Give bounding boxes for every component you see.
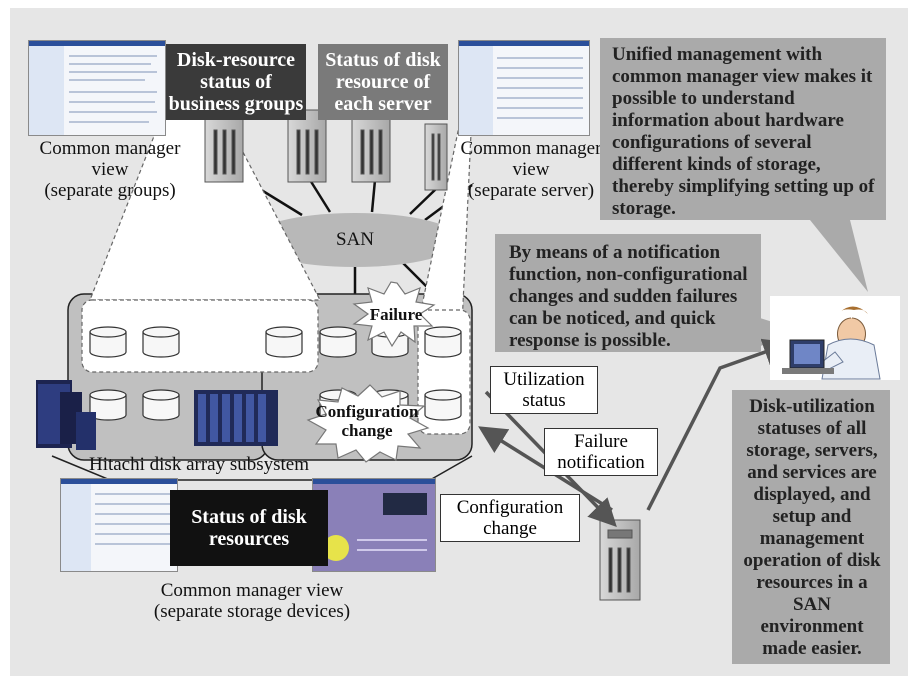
- disk-icon: [142, 326, 180, 358]
- label-configuration-change-burst: Configuration change: [315, 402, 419, 440]
- disk-icon: [89, 326, 127, 358]
- server-icon: [204, 107, 244, 183]
- label-status-disk-resources: Status of disk resources: [170, 490, 328, 566]
- label-common-manager-storage: Common manager view (separate storage de…: [153, 580, 351, 622]
- disk-icon: [265, 326, 303, 358]
- san-ellipse: [250, 213, 460, 267]
- callout-unified-management: Unified management with common manager v…: [600, 38, 886, 220]
- failure-burst: [352, 281, 436, 348]
- server-icon: [424, 123, 448, 191]
- label-failure-notification: Failure notification: [544, 428, 658, 476]
- dashed-group-left: [81, 299, 319, 373]
- callout-unified-tail: [810, 220, 868, 292]
- screenshot-storage-view-left: [60, 478, 178, 572]
- disk-array-cabinets: [36, 380, 278, 450]
- label-common-manager-server: Common manager view (separate server): [460, 138, 602, 201]
- callout-disk-utilization: Disk-utilization statuses of all storage…: [732, 390, 890, 664]
- screenshot-storage-view-right: [312, 478, 436, 572]
- screenshot-groups-view: [28, 40, 166, 136]
- configuration-change-burst: [306, 384, 430, 463]
- disk-icon: [142, 389, 180, 421]
- label-common-manager-groups: Common manager view (separate groups): [39, 138, 181, 201]
- management-server-icon: [599, 519, 641, 601]
- label-san: SAN: [335, 229, 374, 250]
- label-utilization-status: Utilization status: [490, 366, 598, 414]
- servers-top: [204, 107, 448, 191]
- user-at-computer-icon: [770, 296, 900, 380]
- label-disk-resource-status-groups: Disk-resource status of business groups: [166, 44, 306, 120]
- server-icon: [287, 109, 327, 183]
- label-hitachi-subsystem: Hitachi disk array subsystem: [88, 454, 310, 475]
- disk-icon: [424, 326, 462, 358]
- disk-icon: [319, 326, 357, 358]
- label-configuration-change: Configuration change: [440, 494, 580, 542]
- disk-icon: [424, 389, 462, 421]
- server-icon: [351, 109, 391, 183]
- label-failure: Failure: [369, 305, 423, 324]
- label-status-disk-resource-server: Status of disk resource of each server: [318, 44, 448, 120]
- callout-notification-function: By means of a notification function, non…: [495, 234, 761, 352]
- screenshot-server-view: [458, 40, 590, 136]
